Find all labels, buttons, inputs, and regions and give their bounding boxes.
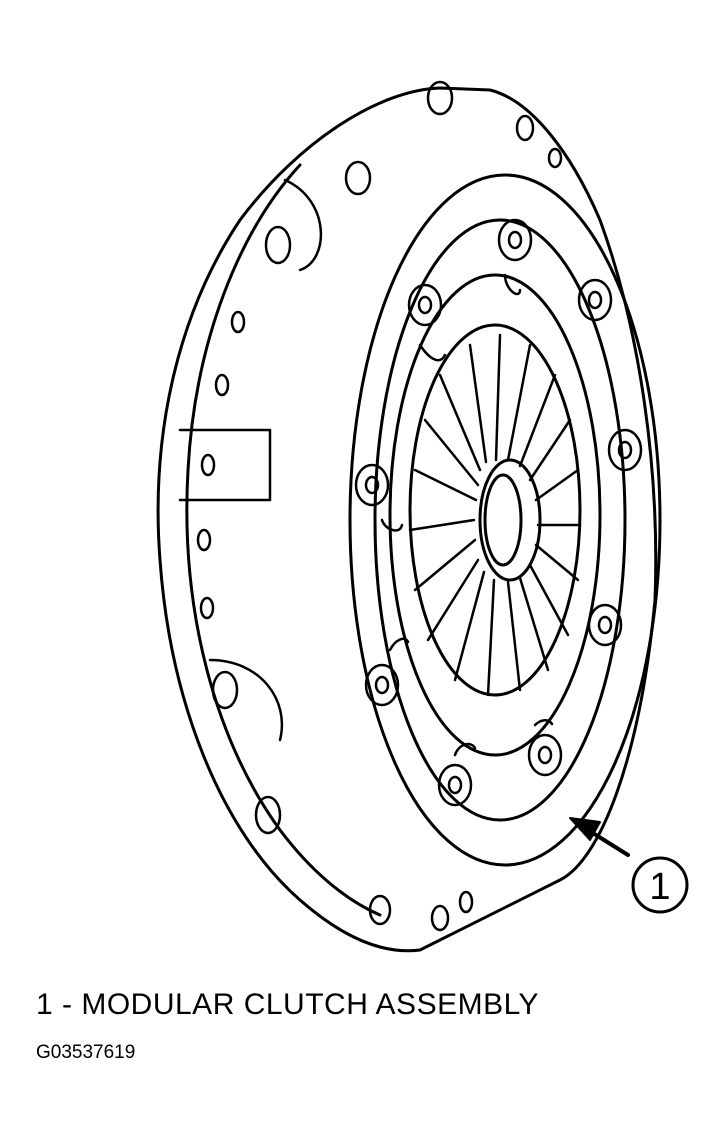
figure-caption: 1 - MODULAR CLUTCH ASSEMBLY bbox=[36, 988, 540, 1021]
callout-number: 1 bbox=[649, 866, 670, 908]
housing-mounting-lugs bbox=[178, 80, 563, 932]
front-bolts bbox=[354, 218, 643, 807]
housing-side-holes bbox=[196, 310, 246, 620]
drive-straps bbox=[380, 273, 554, 757]
callout-circle bbox=[631, 856, 689, 914]
hub-outer bbox=[478, 458, 542, 582]
clutch-assembly-illustration: 1 bbox=[156, 80, 689, 953]
diaphragm-opening bbox=[408, 323, 582, 697]
figure-code: G03537619 bbox=[36, 1042, 136, 1063]
front-flange-inner bbox=[373, 218, 627, 822]
diaphragm-fingers bbox=[408, 333, 582, 697]
cover-rim-inner-edge bbox=[185, 163, 382, 917]
hub-inner bbox=[483, 473, 523, 567]
pressure-plate-ring bbox=[388, 273, 602, 757]
callout-arrow bbox=[569, 817, 630, 857]
front-flange-outer bbox=[348, 173, 662, 867]
